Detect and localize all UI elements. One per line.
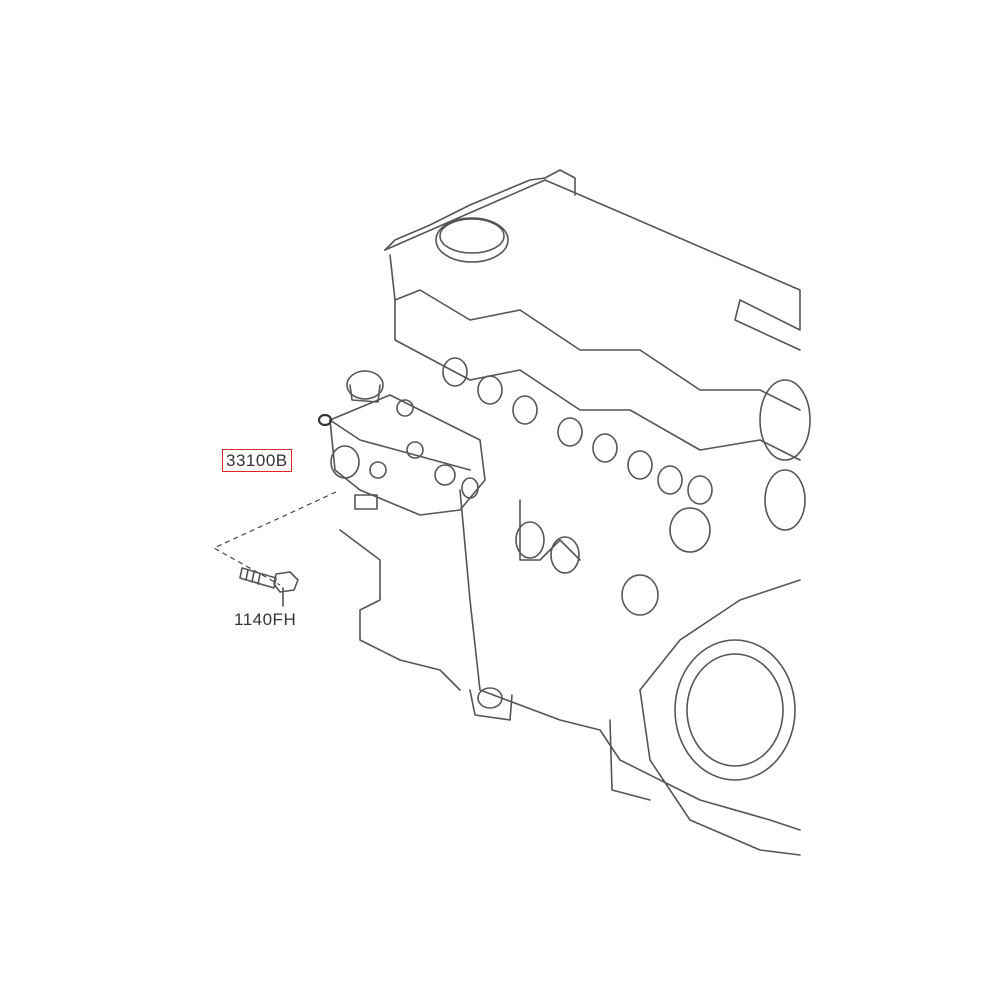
- engine-block: [339, 169, 811, 856]
- bolt-1140fh[interactable]: [239, 567, 299, 593]
- part-label-bolt[interactable]: 1140FH: [234, 610, 297, 629]
- part-label-pump[interactable]: 33100B: [222, 449, 292, 472]
- leader-line: [212, 491, 337, 586]
- fuel-injection-pump[interactable]: [317, 370, 486, 516]
